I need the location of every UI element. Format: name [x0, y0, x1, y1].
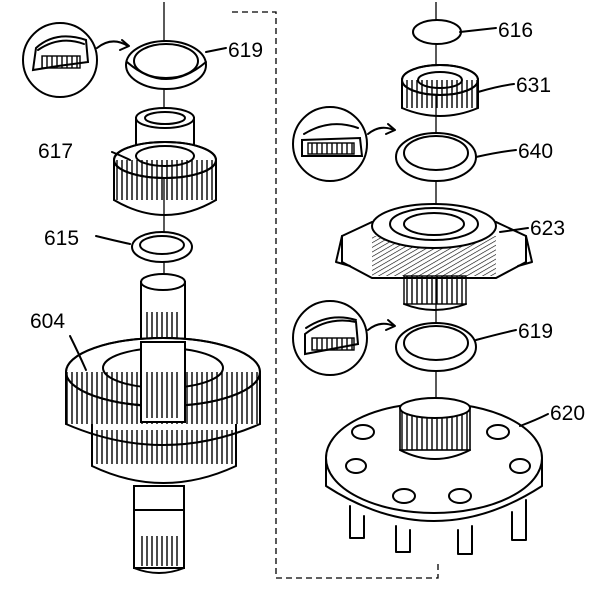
callout-631: 631 [516, 74, 551, 97]
part-631-bearing [401, 64, 479, 117]
callout-623: 623 [530, 217, 565, 240]
part-623-carrier [335, 203, 533, 311]
part-620-housing [325, 397, 543, 555]
callout-619-lower: 619 [518, 320, 553, 343]
leader-lines [69, 27, 549, 427]
part-615-ring [131, 231, 193, 263]
assembly-boundary-dashed [232, 11, 439, 579]
part-640-ring [395, 132, 477, 182]
part-604-drum-shaft [65, 273, 261, 574]
callout-604: 604 [30, 310, 65, 333]
callout-615: 615 [44, 227, 79, 250]
part-617-gear [113, 107, 217, 216]
part-616-ring [412, 19, 462, 45]
detail-inset-619-upper [22, 22, 130, 98]
callout-619-upper: 619 [228, 39, 263, 62]
callout-640: 640 [518, 140, 553, 163]
callout-616: 616 [498, 19, 533, 42]
part-619-ring-lower [395, 322, 477, 372]
part-619-ring-upper [125, 40, 207, 90]
detail-inset-640 [292, 106, 396, 182]
detail-inset-619-lower [292, 300, 396, 376]
callout-617: 617 [38, 140, 73, 163]
callout-620: 620 [550, 402, 585, 425]
